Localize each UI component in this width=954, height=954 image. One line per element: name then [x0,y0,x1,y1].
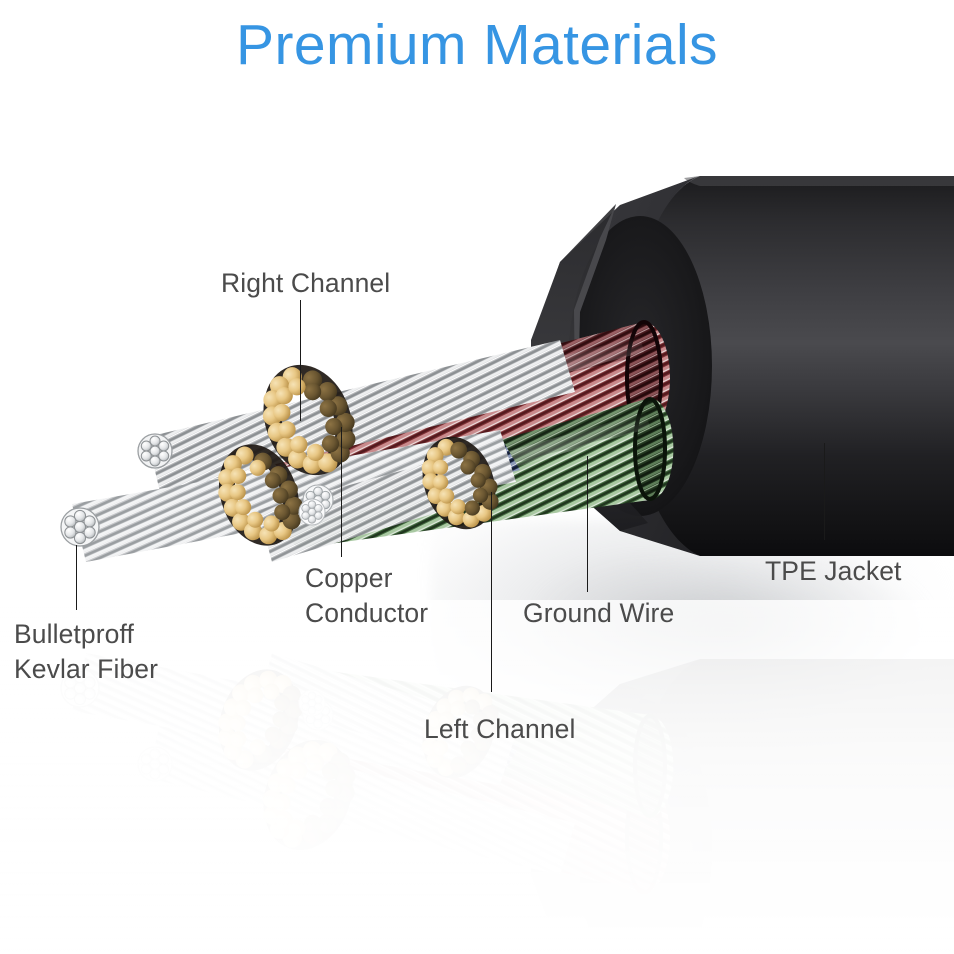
leader-line-ground-wire [587,456,588,592]
callout-label-left-channel: Left Channel [424,714,576,744]
callout-label-bulletproff-kevlar-fiber: Bulletproff Kevlar Fiber [14,619,159,684]
callout-label-ground-wire: Ground Wire [523,598,675,628]
callout-label-right-channel: Right Channel [221,268,391,298]
callout-label-copper-conductor: Copper Conductor [305,563,429,628]
leader-line-tpe-jacket [824,443,825,540]
page-title: Premium Materials [236,13,718,77]
leader-line-copper-conductor [341,427,342,557]
leader-line-left-channel [491,492,492,692]
leader-line-right-channel [300,300,301,421]
leader-line-kevlar-fiber [76,545,77,610]
callout-label-tpe-jacket: TPE Jacket [765,556,902,586]
